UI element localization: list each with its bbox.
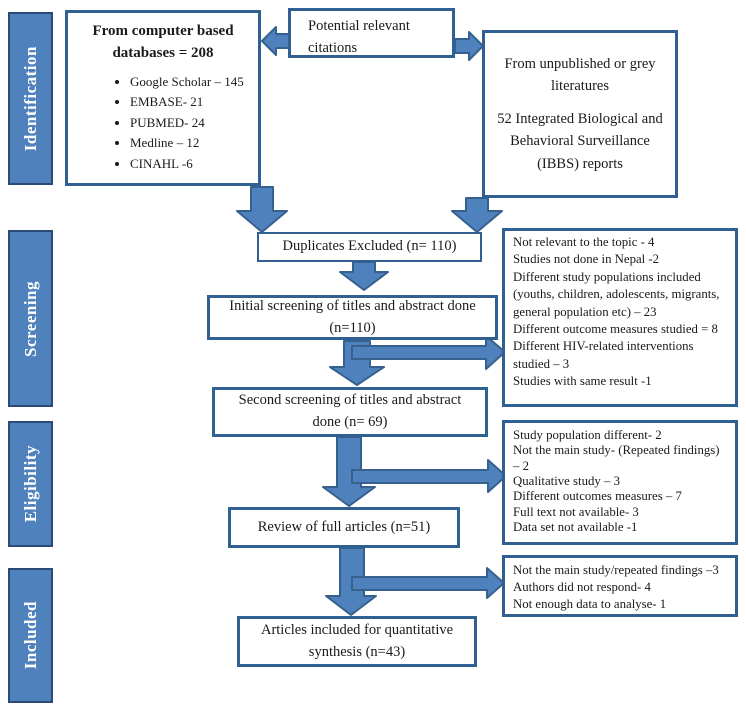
exclusion-item: Authors did not respond- 4 — [513, 579, 651, 594]
second-screening-box: Second screening of titles and abstract … — [212, 387, 488, 437]
stage-identification-label: Identification — [20, 45, 40, 152]
exclusion-item: Not enough data to analyse- 1 — [513, 596, 667, 611]
stage-included-label: Included — [20, 601, 40, 670]
list-item: CINAHL -6 — [130, 156, 248, 172]
exclusion-item: Different outcomes measures – 7 — [513, 489, 682, 504]
arrow-second-to-eligibility-exclusions — [351, 459, 507, 493]
databases-list: Google Scholar – 145 EMBASE- 21 PUBMED- … — [78, 74, 248, 172]
exclusion-item: Qualitative study – 3 — [513, 474, 620, 489]
exclusion-item: Not the main study/repeated findings –3 — [513, 563, 719, 577]
list-item: PUBMED- 24 — [130, 115, 248, 131]
duplicates-excluded-label: Duplicates Excluded (n= 110) — [282, 238, 457, 255]
list-item: Medline – 12 — [130, 135, 248, 151]
screening-exclusions-box: Not relevant to the topic - 4 Studies no… — [502, 228, 738, 407]
duplicates-excluded-box: Duplicates Excluded (n= 110) — [257, 232, 482, 262]
stage-screening: Screening — [8, 230, 53, 407]
initial-screening-label: Initial screening of titles and abstract… — [229, 298, 476, 336]
arrow-citations-to-databases — [261, 26, 290, 56]
exclusion-item: Not the main study- (Repeated findings) … — [513, 443, 720, 473]
exclusion-item: Different study populations included (yo… — [513, 269, 720, 319]
databases-box: From computer based databases = 208 Goog… — [65, 10, 261, 186]
arrow-initial-to-screening-exclusions — [351, 335, 506, 370]
grey-literature-line1: From unpublished or grey literatures — [504, 55, 656, 95]
grey-literature-line2: 52 Integrated Biological and Behavioral … — [497, 110, 663, 172]
full-article-review-label: Review of full articles (n=51) — [257, 518, 431, 535]
exclusion-item: Studies with same result -1 — [513, 374, 652, 389]
arrow-duplicates-to-initial — [339, 261, 389, 291]
exclusion-item: Study population different- 2 — [513, 428, 662, 442]
exclusion-item: Different HIV-related interventions stud… — [513, 339, 694, 371]
exclusion-item: Not relevant to the topic - 4 — [513, 235, 655, 249]
grey-literature-box: From unpublished or grey literatures 52 … — [482, 30, 678, 198]
arrow-databases-to-duplicates — [236, 186, 288, 233]
exclusion-item: Studies not done in Nepal -2 — [513, 252, 660, 267]
stage-included: Included — [8, 568, 53, 703]
full-article-review-box: Review of full articles (n=51) — [228, 507, 460, 548]
initial-screening-box: Initial screening of titles and abstract… — [207, 295, 498, 340]
included-exclusions-box: Not the main study/repeated findings –3 … — [502, 555, 738, 617]
eligibility-exclusions-box: Study population different- 2 Not the ma… — [502, 420, 738, 545]
arrow-greylit-to-duplicates — [451, 197, 503, 233]
potential-citations-label: Potential relevant citations — [308, 18, 410, 57]
stage-eligibility-label: Eligibility — [20, 445, 40, 523]
list-item: Google Scholar – 145 — [130, 74, 248, 90]
articles-included-box: Articles included for quantitative synth… — [237, 616, 477, 667]
articles-included-label: Articles included for quantitative synth… — [260, 622, 454, 660]
list-item: EMBASE- 21 — [130, 94, 248, 110]
stage-identification: Identification — [8, 12, 53, 185]
exclusion-item: Different outcome measures studied = 8 — [513, 321, 718, 336]
potential-citations-box: Potential relevant citations — [288, 8, 455, 58]
stage-screening-label: Screening — [20, 280, 40, 357]
databases-box-title: From computer based databases = 208 — [92, 23, 234, 61]
exclusion-item: Data set not available -1 — [513, 520, 638, 535]
arrow-citations-to-greylit — [454, 31, 484, 61]
second-screening-label: Second screening of titles and abstract … — [238, 392, 462, 430]
arrow-second-to-review — [322, 436, 376, 507]
stage-eligibility: Eligibility — [8, 421, 53, 547]
arrow-review-to-included-exclusions — [351, 567, 505, 599]
exclusion-item: Full text not available- 3 — [513, 504, 639, 519]
